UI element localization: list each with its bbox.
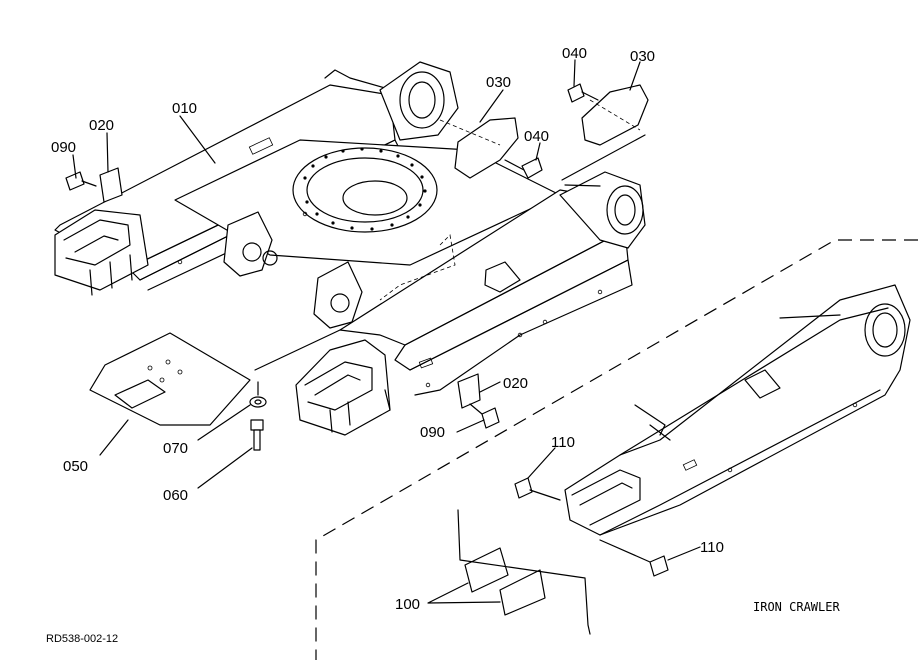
bolt-110-lower [599, 539, 669, 577]
callout-110-upper: 110 [551, 434, 575, 451]
track-guard-right [499, 569, 546, 616]
bolt-060 [250, 419, 264, 451]
leader-lines [72, 59, 701, 604]
bolt-110-upper [514, 477, 561, 501]
cover-plate-left [454, 117, 519, 179]
track-guard-left [464, 547, 509, 593]
callout-040-right: 040 [562, 45, 587, 62]
group-boundary [315, 239, 918, 660]
bolt-090-left [65, 171, 97, 191]
callout-070: 070 [163, 440, 188, 457]
callout-060: 060 [163, 487, 188, 504]
guard-bracket-line [457, 509, 591, 635]
track-frame [54, 61, 646, 436]
callout-090-right: 090 [420, 424, 445, 441]
callout-090-left: 090 [51, 139, 76, 156]
bolt-090-right [469, 403, 500, 429]
under-cover-plate [89, 332, 251, 426]
callout-040-left: 040 [524, 128, 549, 145]
iron-crawler-rail [564, 284, 911, 536]
bracket-020-left [99, 167, 123, 203]
washer-070 [249, 396, 267, 408]
callout-020-right: 020 [503, 375, 528, 392]
drawing-reference: RD538-002-12 [46, 633, 118, 645]
callout-050: 050 [63, 458, 88, 475]
callout-100: 100 [395, 596, 420, 613]
callout-030-right: 030 [630, 48, 655, 65]
assembly-caption: IRON CRAWLER [753, 600, 840, 614]
callout-020-left: 020 [89, 117, 114, 134]
bolt-040-left [504, 157, 543, 179]
callout-110-lower: 110 [700, 539, 724, 556]
callout-010: 010 [172, 100, 197, 117]
bolt-040-right [567, 83, 599, 103]
bracket-020-right [457, 373, 481, 409]
callout-030-left: 030 [486, 74, 511, 91]
